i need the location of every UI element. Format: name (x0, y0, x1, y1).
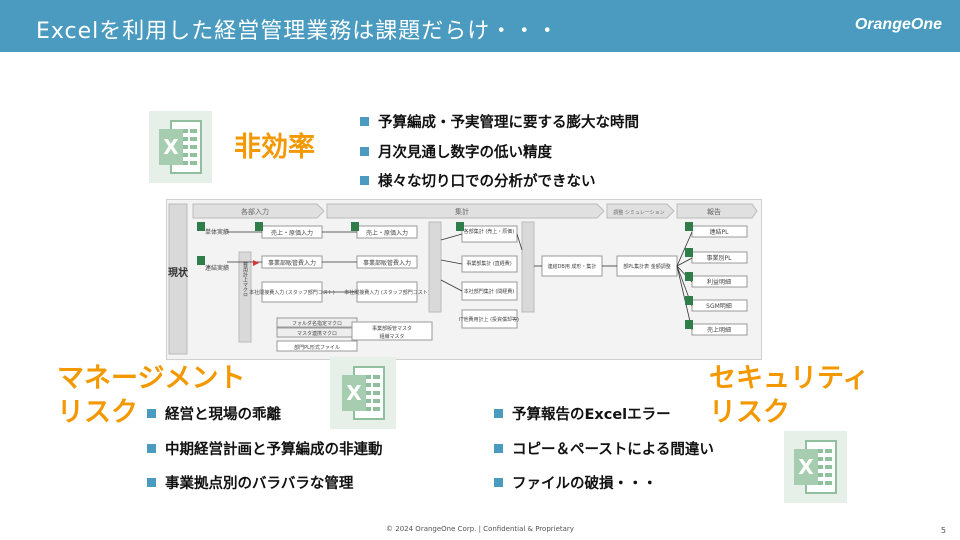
inefficiency-heading: 非効率 (234, 132, 315, 163)
bullet-square-icon (494, 409, 503, 418)
svg-text:本社間接費入力 (スタッフ部門コスト): 本社間接費入力 (スタッフ部門コスト) (344, 289, 430, 296)
excel-icon-graphic: X (159, 120, 202, 174)
management-bullet-3: 事業拠点別のバラバラな管理 (147, 472, 353, 493)
macro-label: 費用計上マクロ (242, 261, 248, 297)
svg-text:X: X (798, 455, 814, 479)
stage-label: 各部入力 (241, 207, 269, 216)
svg-text:連結DB用 成形・集計: 連結DB用 成形・集計 (548, 263, 597, 270)
management-risk-heading-line2: リスク (57, 397, 138, 428)
svg-text:部PL集計表 金額調整: 部PL集計表 金額調整 (623, 263, 670, 270)
current-process-diagram: 各部入力 集計 調整 シミュレーション 報告 現状 単体実績 連結実績 費用計上… (166, 199, 762, 360)
bullet-square-icon (147, 478, 156, 487)
management-bullet-1: 経営と現場の乖離 (147, 403, 281, 424)
excel-icon-graphic: X (342, 366, 385, 420)
stage-label: 調整 シミュレーション (613, 209, 664, 216)
svg-text:フォルダ名指定マクロ: フォルダ名指定マクロ (292, 320, 342, 327)
svg-text:事業部販管マスタ: 事業部販管マスタ (372, 325, 412, 332)
bullet-square-icon (360, 117, 369, 126)
side-label: 現状 (168, 266, 189, 279)
footer-copyright: © 2024 OrangeOne Corp. | Confidential & … (386, 525, 574, 533)
security-bullet-2: コピー＆ペーストによる間違い (494, 438, 714, 459)
bullet-square-icon (360, 176, 369, 185)
inefficiency-bullet-1: 予算編成・予実管理に要する膨大な時間 (360, 111, 639, 132)
header-bar: Excelを利用した経営管理業務は課題だらけ・・・ OrangeOne (0, 0, 960, 52)
management-bullet-2: 中期経営計画と予算編成の非連動 (147, 438, 383, 459)
svg-text:X: X (346, 381, 362, 405)
svg-text:組織マスタ: 組織マスタ (379, 333, 404, 340)
bullet-square-icon (147, 444, 156, 453)
bullet-square-icon (147, 409, 156, 418)
stage-label: 集計 (455, 207, 469, 216)
excel-icon: X (330, 357, 396, 429)
excel-icon: X (784, 431, 847, 503)
left-label: 単体実績 (205, 228, 229, 236)
management-risk-heading-line1: マネージメント (57, 363, 246, 394)
excel-icon-graphic: X (794, 440, 837, 494)
security-bullet-1: 予算報告のExcelエラー (494, 403, 671, 424)
svg-text:マスタ連携マクロ: マスタ連携マクロ (297, 330, 337, 337)
svg-text:X: X (163, 135, 179, 159)
stage-label: 報告 (707, 207, 721, 216)
svg-text:本社部門集計 (間経費): 本社部門集計 (間経費) (464, 288, 515, 295)
bullet-square-icon (494, 478, 503, 487)
excel-icon: X (149, 111, 212, 183)
svg-text:売上・原価入力: 売上・原価入力 (366, 229, 408, 237)
security-risk-heading-line1: セキュリティ (709, 363, 870, 394)
svg-text:事業別PL: 事業別PL (707, 254, 733, 262)
svg-text:本社間接費入力 (スタッフ部門コスト): 本社間接費入力 (スタッフ部門コスト) (249, 289, 335, 296)
svg-text:売上明細: 売上明細 (707, 326, 731, 334)
security-bullet-3: ファイルの破損・・・ (494, 472, 657, 493)
svg-text:事業部販管費入力: 事業部販管費入力 (268, 259, 316, 267)
inefficiency-bullet-3: 様々な切り口での分析ができない (360, 170, 596, 191)
bullet-square-icon (494, 444, 503, 453)
security-risk-heading-line2: リスク (709, 397, 790, 428)
inefficiency-bullet-2: 月次見通し数字の低い精度 (360, 141, 552, 162)
svg-text:売上・原価入力: 売上・原価入力 (271, 229, 313, 237)
svg-text:利益明細: 利益明細 (707, 278, 731, 286)
process-flow-graphic: 各部入力 集計 調整 シミュレーション 報告 現状 単体実績 連結実績 費用計上… (168, 203, 758, 355)
svg-text:事業部販管費入力: 事業部販管費入力 (363, 259, 411, 267)
page-title: Excelを利用した経営管理業務は課題だらけ・・・ (36, 19, 560, 44)
orangeone-logo: OrangeOne (854, 16, 942, 33)
svg-text:連結PL: 連結PL (710, 228, 730, 236)
svg-text:事業部集計 (直経費): 事業部集計 (直経費) (466, 260, 512, 267)
bullet-square-icon (360, 147, 369, 156)
left-label: 連結実績 (205, 264, 229, 272)
svg-text:SGM明細: SGM明細 (706, 302, 732, 310)
svg-text:IT他費用計上 (投資償却等): IT他費用計上 (投資償却等) (459, 316, 519, 323)
svg-text:部門PL形式ファイル: 部門PL形式ファイル (294, 344, 340, 351)
svg-text:各部集計 (売上・原価): 各部集計 (売上・原価) (464, 228, 515, 235)
page-number: 5 (940, 526, 946, 535)
